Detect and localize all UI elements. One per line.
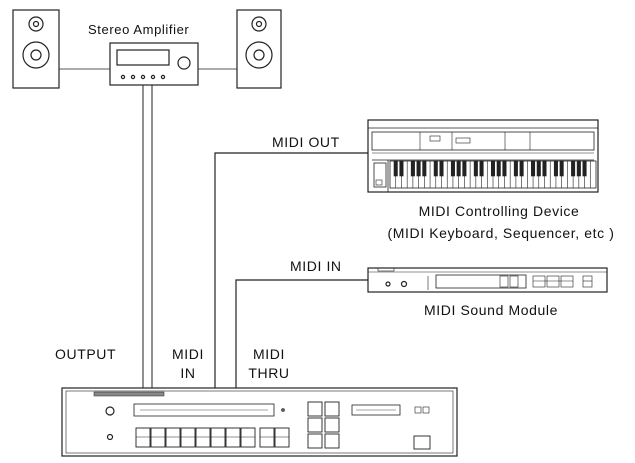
keyboard-black-key	[400, 161, 403, 176]
amplifier-label: Stereo Amplifier	[88, 22, 224, 37]
keyboard-black-key	[463, 161, 466, 176]
keyboard-black-key	[474, 161, 477, 176]
keyboard-black-key	[554, 161, 557, 176]
midi-controlling-device	[368, 120, 598, 192]
output-label: OUTPUT	[55, 346, 116, 362]
controller-name-label: MIDI Controlling Device	[384, 203, 614, 219]
keyboard-black-key	[503, 161, 506, 176]
keyboard-black-key	[514, 161, 517, 176]
keyboard-black-key	[537, 161, 540, 176]
module-midi-in-label: MIDI IN	[290, 258, 342, 274]
keyboard-black-key	[571, 161, 574, 176]
keyboard-black-key	[411, 161, 414, 176]
keyboard-black-key	[583, 161, 586, 176]
keyboard-black-key	[560, 161, 563, 176]
midi-out-label: MIDI OUT	[272, 134, 340, 150]
midi-thru-label-line1: MIDI	[242, 346, 296, 362]
output-audio-cable	[143, 85, 152, 388]
controller-note-label: (MIDI Keyboard, Sequencer, etc )	[376, 225, 626, 241]
module-name-label: MIDI Sound Module	[396, 302, 586, 318]
left-speaker	[13, 10, 59, 88]
midi-thru-label-line2: THRU	[242, 365, 296, 381]
keyboard-black-key	[531, 161, 534, 176]
midi-in-label-line1: MIDI	[164, 346, 212, 362]
keyboard-black-key	[417, 161, 420, 176]
keyboard-black-key	[423, 161, 426, 176]
keyboard-black-key	[497, 161, 500, 176]
keyboard-black-key	[451, 161, 454, 176]
keyboard-black-key	[577, 161, 580, 176]
keyboard-black-key	[457, 161, 460, 176]
keyboard-black-key	[434, 161, 437, 176]
keyboard-black-key	[440, 161, 443, 176]
keyboard-black-key	[543, 161, 546, 176]
keyboard-black-key	[394, 161, 397, 176]
midi-sound-module	[368, 268, 607, 292]
midi-rack-unit	[62, 388, 457, 456]
midi-in-label-line2: IN	[164, 365, 212, 381]
keyboard-black-key	[520, 161, 523, 176]
stereo-amplifier	[110, 43, 198, 85]
keyboard-black-key	[480, 161, 483, 176]
right-speaker	[237, 10, 281, 88]
keyboard-black-key	[491, 161, 494, 176]
